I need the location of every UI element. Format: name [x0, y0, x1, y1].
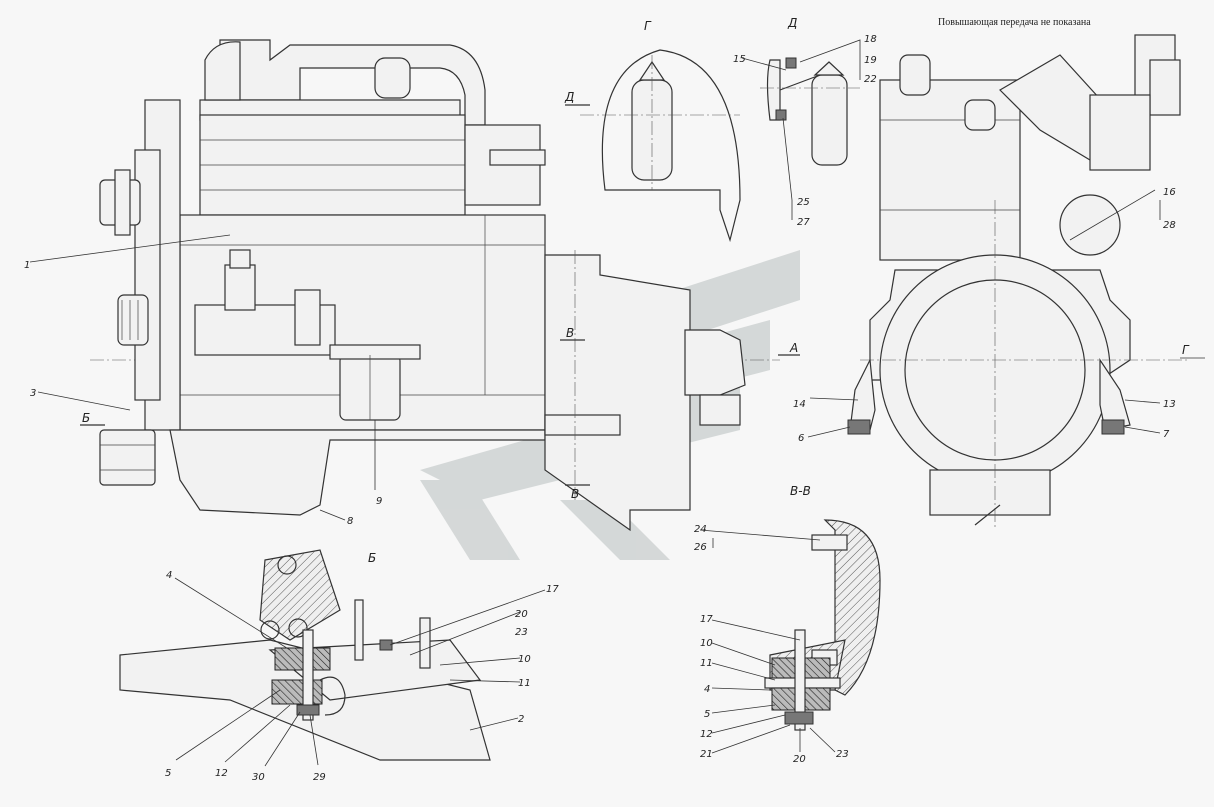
section-vv [699, 519, 881, 754]
callout-b-12: 12 [215, 768, 228, 779]
callout-v-24: 24 [694, 524, 707, 535]
callout-v-17: 17 [700, 614, 713, 625]
callout-v-4: 4 [704, 684, 710, 695]
engine-side-view [29, 39, 800, 532]
callout-b-10: 10 [518, 654, 531, 665]
callout-v-23: 23 [836, 749, 849, 760]
callout-b-11: 11 [518, 678, 531, 689]
section-g-right: Г [1182, 343, 1190, 357]
callout-b-4: 4 [166, 570, 172, 581]
callout-b-17: 17 [546, 584, 559, 595]
callout-b-2: 2 [518, 714, 524, 725]
section-b-left: Б [82, 411, 90, 425]
callout-7: 7 [1163, 429, 1170, 440]
section-a-arrow: А [789, 341, 798, 355]
annotations: Повышающая передача не показана Г Д Д Б … [24, 16, 1190, 783]
section-g-top: Г [644, 19, 652, 33]
callout-b-30: 30 [252, 772, 265, 783]
callout-v-12: 12 [700, 729, 713, 740]
callout-v-10: 10 [700, 638, 713, 649]
note-overdrive: Повышающая передача не показана [938, 17, 1091, 28]
detail-b [119, 549, 546, 767]
callout-3: 3 [30, 388, 36, 399]
callout-14: 14 [793, 399, 806, 410]
view-d [741, 39, 861, 220]
callout-8: 8 [347, 516, 353, 527]
section-v-bottom: В [571, 487, 579, 501]
callout-15: 15 [733, 54, 746, 65]
callout-v-20: 20 [793, 754, 806, 765]
callout-18: 18 [864, 34, 877, 45]
callout-v-5: 5 [704, 709, 710, 720]
callout-19: 19 [864, 55, 877, 66]
callout-25: 25 [797, 197, 810, 208]
callout-13: 13 [1163, 399, 1176, 410]
callout-28: 28 [1163, 220, 1176, 231]
engine-front-view [807, 34, 1205, 530]
callout-1: 1 [24, 260, 30, 271]
callout-v-26: 26 [694, 542, 707, 553]
callout-6: 6 [798, 433, 804, 444]
section-v-arrow: В [566, 326, 574, 340]
callout-b-29: 29 [313, 772, 326, 783]
callout-b-20: 20 [515, 609, 528, 620]
callout-22: 22 [864, 74, 877, 85]
callout-v-21: 21 [700, 749, 713, 760]
callout-v-11: 11 [700, 658, 713, 669]
view-g [565, 49, 741, 243]
callout-b-5: 5 [165, 768, 171, 779]
callout-16: 16 [1163, 187, 1176, 198]
section-d-top: Д [787, 16, 797, 30]
section-d-left: Д [564, 90, 574, 104]
section-vv-title: В-В [790, 484, 811, 498]
detail-b-title: Б [368, 551, 376, 565]
callout-9: 9 [376, 496, 382, 507]
callout-b-23: 23 [515, 627, 528, 638]
callout-27: 27 [797, 217, 810, 228]
